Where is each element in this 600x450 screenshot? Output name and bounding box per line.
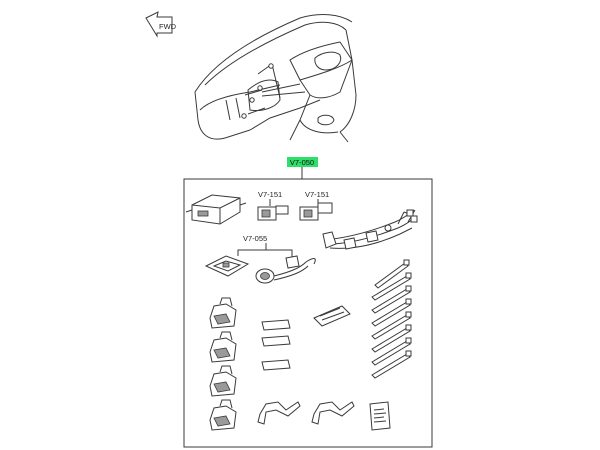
svg-text:V7-151: V7-151 — [305, 190, 329, 199]
cable-ties — [371, 259, 412, 379]
main-part-label: V7-050 — [287, 157, 318, 167]
clip-3 — [209, 365, 237, 397]
harness-connector-b: V7-151 — [299, 190, 333, 221]
instruction-sheet — [369, 401, 391, 431]
fwd-arrow-icon: FWD — [145, 11, 177, 38]
svg-text:V7-050: V7-050 — [290, 158, 314, 167]
control-module — [185, 194, 247, 225]
clip-2 — [209, 331, 237, 363]
connector-assembly: V7-055 — [204, 234, 316, 284]
fwd-label: FWD — [159, 22, 177, 31]
dashboard-illustration — [194, 14, 357, 143]
svg-text:V7-151: V7-151 — [258, 190, 282, 199]
clip-4 — [209, 399, 237, 431]
mounting-clips — [209, 297, 237, 431]
mounting-brackets — [257, 401, 355, 425]
harness-connector-a: V7-151 — [257, 190, 289, 221]
wiring-harness — [322, 209, 418, 250]
kit-boundary — [183, 178, 433, 448]
svg-text:V7-055: V7-055 — [243, 234, 267, 243]
adhesive-pads — [261, 305, 351, 371]
clip-1 — [209, 297, 237, 329]
